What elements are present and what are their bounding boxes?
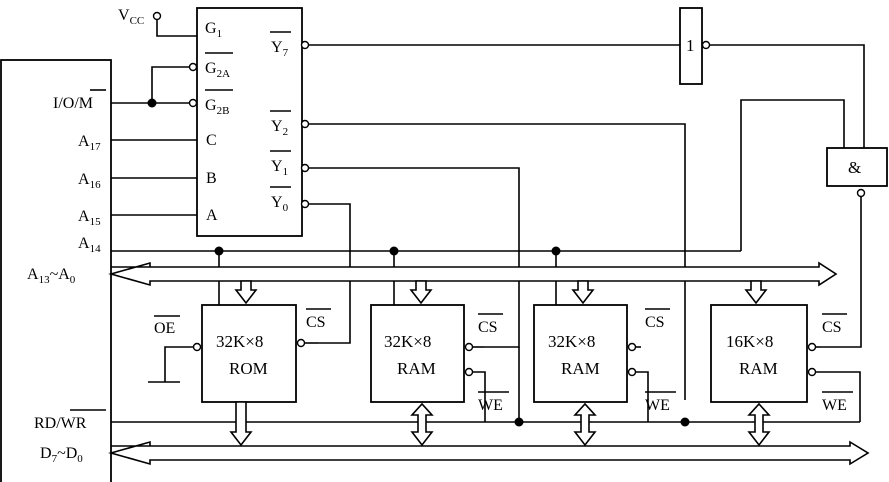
cs-label-ram1: CS <box>478 319 498 336</box>
cs-label-ram3: CS <box>822 319 842 336</box>
cs-label-ram2: CS <box>645 314 665 331</box>
a15-label: A15 <box>78 208 101 228</box>
y2-label: Y2 <box>271 118 288 138</box>
chip-ram-1: 32K×8 RAM <box>370 304 465 403</box>
chip-size: 32K×8 <box>216 332 263 351</box>
a13-a0-label: A13~A0 <box>27 266 76 286</box>
c-label: C <box>206 132 217 149</box>
data-bus <box>108 440 870 466</box>
chip-size: 32K×8 <box>548 332 595 351</box>
and-gate <box>826 147 888 187</box>
a16-label: A16 <box>78 171 101 191</box>
a17-label: A17 <box>78 133 101 153</box>
chip-ram-3: 16K×8 RAM <box>710 304 808 403</box>
we-label-ram1: WE <box>478 397 503 414</box>
oe-label: OE <box>154 320 175 337</box>
decoder-block <box>196 7 303 237</box>
chip-size: 16K×8 <box>726 332 773 351</box>
chip-type: RAM <box>561 359 600 378</box>
and-gate-label: & <box>848 158 861 177</box>
b-label: B <box>206 170 217 187</box>
g2a-label: G2A <box>205 60 230 80</box>
a14-to-and-wire <box>740 99 845 251</box>
not-gate-label: 1 <box>686 36 695 55</box>
not-to-and-wire <box>710 44 865 150</box>
data-bus-taps <box>229 401 771 447</box>
address-bus <box>108 261 838 287</box>
chip-type: ROM <box>229 359 268 378</box>
d7-d0-label: D7~D0 <box>40 445 83 465</box>
y1-label: Y1 <box>271 158 288 178</box>
a14-label: A14 <box>78 235 101 255</box>
chip-size: 32K×8 <box>384 332 431 351</box>
g1-label: G1 <box>205 20 222 40</box>
cs-label-rom: CS <box>306 314 326 331</box>
decoder-inputs <box>111 11 198 216</box>
address-bus-taps <box>234 280 768 305</box>
y7-label: Y7 <box>271 39 289 59</box>
vcc-label: VCC <box>118 7 144 27</box>
chip-type: RAM <box>739 359 778 378</box>
chip-rom: 32K×8 ROM <box>201 304 297 403</box>
y0-label: Y0 <box>271 194 289 214</box>
rd-wr-label: RD/WR <box>34 415 87 432</box>
cpu-block <box>0 59 112 482</box>
we-label-ram2: WE <box>645 397 670 414</box>
chip-type: RAM <box>397 359 436 378</box>
and-to-cs4-wire <box>820 197 862 348</box>
chip-ram-2: 32K×8 RAM <box>533 304 628 403</box>
io-m-label: I/O/M <box>53 95 93 112</box>
chip-pins <box>148 338 861 422</box>
a-label: A <box>206 207 218 224</box>
we-label-ram3: WE <box>822 397 847 414</box>
g2b-label: G2B <box>205 97 229 117</box>
